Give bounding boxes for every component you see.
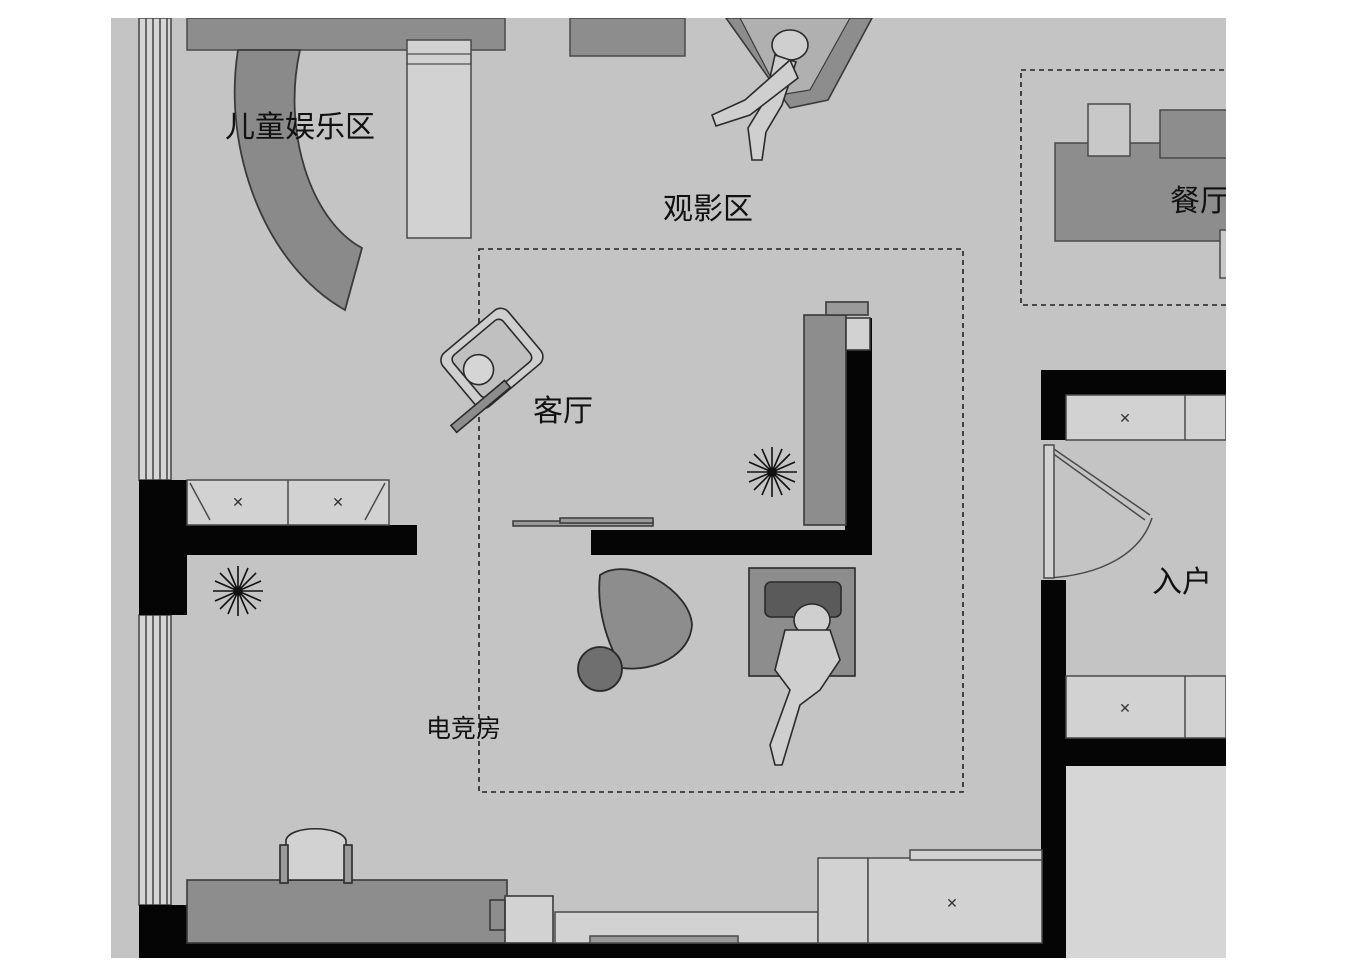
living-shelf <box>512 517 654 527</box>
entrance-cabinet-bottom: ✕ <box>1065 675 1227 739</box>
l-sofa-unit <box>803 301 871 526</box>
entrance-cabinet-top: ✕ <box>1065 394 1227 441</box>
walls <box>139 318 1226 958</box>
left-cabinet: ✕ ✕ <box>186 479 390 526</box>
plant-icon <box>213 566 263 616</box>
left-window-frame <box>138 17 172 906</box>
entrance-door <box>1043 444 1153 579</box>
right-margin <box>1226 0 1350 968</box>
kids-bench <box>406 39 472 239</box>
svg-text:✕: ✕ <box>332 495 344 511</box>
dining-label: 餐厅 <box>1170 184 1230 219</box>
kids-bench-cushion <box>406 53 472 65</box>
svg-text:✕: ✕ <box>1119 411 1131 427</box>
viewing-sofa <box>569 17 686 57</box>
kids-area-label: 儿童娱乐区 <box>225 110 375 145</box>
viewing-person-figure <box>710 29 809 161</box>
svg-text:✕: ✕ <box>1119 701 1131 717</box>
left-margin <box>0 0 111 968</box>
egg-chair <box>577 568 693 692</box>
living-armchair <box>440 307 544 434</box>
bottom-cabinet: ✕ <box>554 849 1043 944</box>
dining-table-set <box>1054 103 1232 279</box>
reading-person-figure <box>769 603 841 766</box>
top-margin <box>0 0 1350 18</box>
viewing-area-label: 观影区 <box>663 192 753 227</box>
esports-desk <box>186 879 554 944</box>
entrance-floor-light <box>1066 766 1226 958</box>
esports-chair <box>279 827 353 884</box>
bottom-margin <box>0 958 1350 968</box>
kids-curved-slide <box>233 49 364 312</box>
living-room-zone <box>478 248 964 793</box>
svg-text:✕: ✕ <box>946 896 958 912</box>
entrance-label: 入户 <box>1152 565 1212 600</box>
esports-room-label: 电竞房 <box>426 714 501 743</box>
plant-icon <box>747 447 797 497</box>
svg-text:✕: ✕ <box>232 495 244 511</box>
living-room-label: 客厅 <box>533 394 593 429</box>
